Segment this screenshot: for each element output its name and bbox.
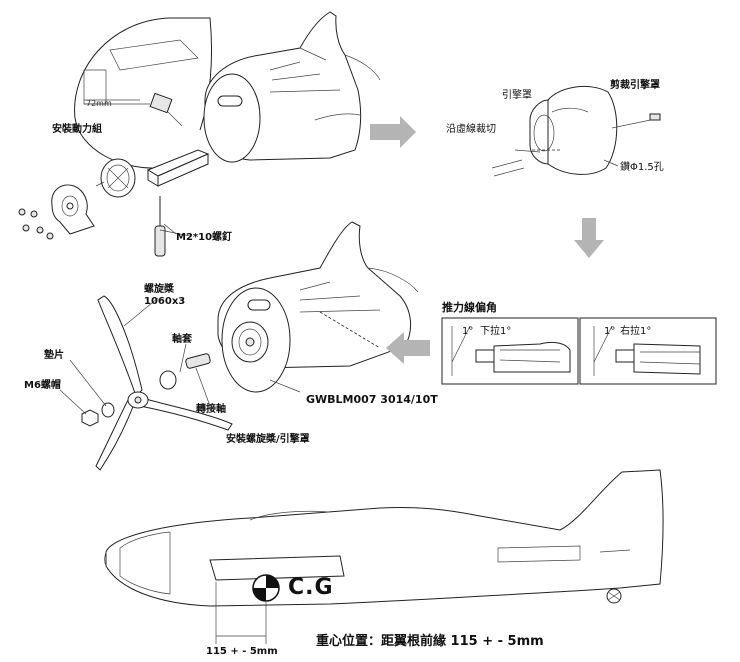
label-washer: 墊片 [44,350,64,361]
esc-connector [149,92,183,127]
label-cowl: 引擎罩 [502,90,532,101]
mount-box [146,149,210,187]
label-down-thrust: 下拉1° [480,326,512,337]
arrow-down [574,218,604,258]
label-adapter-shaft: 轉接軸 [196,404,226,415]
aircraft-side-view [104,469,664,607]
label-prop-size: 1060x3 [144,296,186,307]
label-install-power-unit: 安裝動力組 [52,124,102,135]
label-cg-position: 重心位置：距翼根前緣 115 + - 5mm [316,634,544,649]
label-install-prop-cowl: 安裝螺旋槳/引擎罩 [226,434,310,445]
cg-target-icon [252,574,280,602]
thrust-box-right [579,317,717,385]
label-thrust-angle: 推力線偏角 [442,301,497,314]
label-right-thrust: 右拉1° [620,326,652,337]
motor-mount-plate [51,184,95,235]
arrow-left [386,332,430,364]
label-screw-m2x10: M2*10螺釘 [176,232,233,243]
propeller-drawing [95,295,233,471]
washer-nut [81,402,115,427]
label-propeller: 螺旋槳 [144,284,174,295]
fuselage-nose-mid [217,221,419,393]
motor-exploded [95,158,136,198]
fuselage-nose-top [203,11,381,163]
detail-callout-circle [74,17,213,169]
mid-motor [231,321,269,363]
label-shaft-sleeve: 軸套 [172,334,192,345]
label-cg-distance: 115 + - 5mm [206,646,278,657]
thrust-box-left [441,317,579,385]
label-m6-nut: M6螺帽 [24,380,61,391]
label-angle-1b: 1° [604,326,616,337]
label-angle-1a: 1° [462,326,474,337]
cowl-drawing [491,86,661,177]
screws-group [18,208,54,240]
label-cg-mark: C.G [288,575,334,600]
label-dim-72mm: 72mm [86,99,112,108]
label-motor-model: GWBLM007 3014/10T [306,393,438,406]
label-cut-along-dashed: 沿虛線裁切 [446,124,496,135]
arrow-right-1 [370,116,416,148]
cg-dimension [215,582,267,644]
label-drill-hole: 鑽Φ1.5孔 [620,162,664,173]
prop-adapter [159,353,211,390]
leader-lines [59,223,301,415]
label-trim-cowl: 剪裁引擎罩 [610,80,660,91]
screwdriver [154,196,191,257]
